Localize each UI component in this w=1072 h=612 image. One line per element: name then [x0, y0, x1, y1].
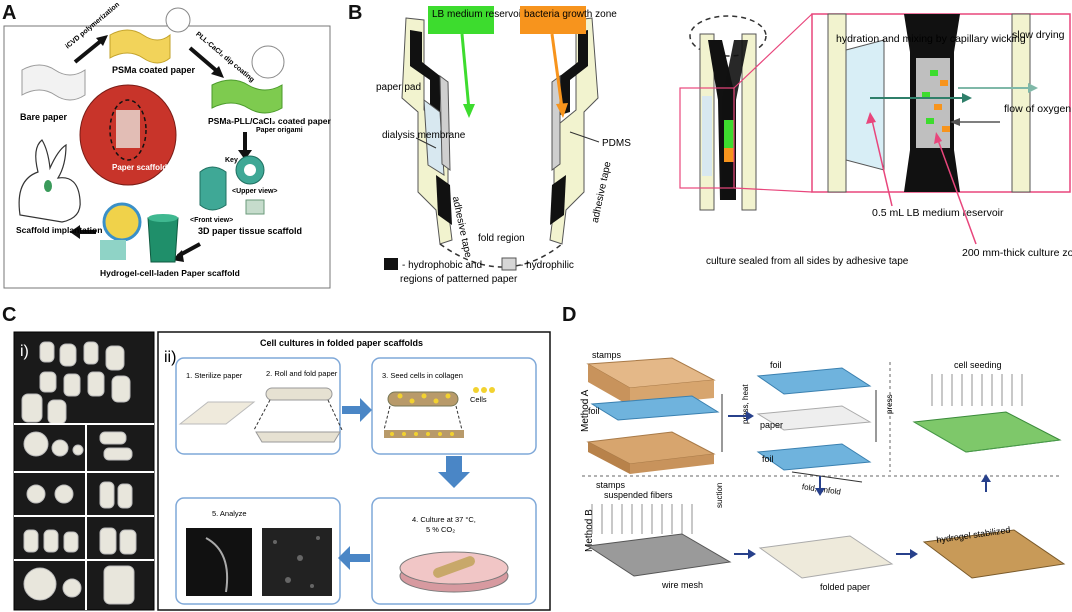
label-hydrogel-1: Hydrogel-cell-laden Paper scaffold: [100, 268, 240, 278]
panel-d: D Method A Method B stamps foil stamps p…: [552, 302, 1072, 612]
label-fold-region: fold region: [478, 233, 525, 244]
panel-b: B LB medium reservoir bacteria growth zo…: [344, 0, 1072, 300]
panel-b-figure: LB medium reservoir bacteria growth zone…: [376, 6, 1072, 285]
hydrogel-cylinder: [147, 217, 179, 263]
label-front-view: <Front view>: [190, 217, 233, 224]
molecule-inset-1: [165, 7, 191, 33]
label-psma-pll: PSMa-PLL/CaCl₂ coated paper: [208, 116, 331, 126]
legend-grey-text: - hydrophilic: [520, 260, 574, 271]
label-hydration: hydration and mixing by capillary wickin…: [836, 33, 1026, 45]
step3-text: 3. Seed cells in collagen: [382, 371, 463, 380]
hydrogel-top-view: [102, 202, 142, 242]
step4a-text: 4. Culture at 37 °C,: [412, 515, 476, 524]
panel-a: A Bare paper iCVD polymerization PSMa co…: [0, 0, 340, 300]
label-stamps-top: stamps: [592, 350, 622, 360]
device-right-half: [549, 17, 599, 245]
step1-text: 1. Sterilize paper: [186, 371, 243, 380]
label-pdms: PDMS: [602, 138, 631, 149]
micrograph-1: [186, 528, 252, 596]
label-culture-sealed: culture sealed from all sides by adhesiv…: [706, 256, 909, 267]
panel-c: C i) ii) Cell cultures in folded paper s…: [0, 302, 552, 612]
step5-text: 5. Analyze: [212, 509, 247, 518]
label-stamps-bottom: stamps: [596, 480, 626, 490]
label-lb-reservoir: LB medium reservoir: [432, 9, 525, 20]
psma-pll-sheet: [211, 79, 283, 114]
label-bacteria-zone: bacteria growth zone: [524, 9, 617, 20]
step4b-text: 5 % CO₂: [426, 525, 455, 534]
arrow-2-to-3: [342, 398, 372, 422]
label-adhesive-left: adhesive tape: [450, 195, 474, 259]
panel-a-letter: A: [2, 2, 17, 24]
label-press: press: [885, 394, 894, 414]
wire-mesh-sheet: [586, 533, 732, 577]
label-suspended-fibers: suspended fibers: [604, 490, 673, 500]
device-closed: [689, 15, 767, 211]
label-sub-ii: ii): [164, 349, 176, 366]
label-paper-pad: paper pad: [376, 82, 421, 93]
label-key: Key: [225, 157, 238, 164]
label-origami: Paper origami: [256, 127, 303, 134]
foil-bottom-sheet: [756, 443, 872, 471]
hydrogel-sheet: [922, 529, 1066, 579]
label-wire-mesh: wire mesh: [661, 580, 703, 590]
label-method-b: Method B: [584, 509, 595, 552]
step-box-1-2: [175, 357, 341, 455]
label-sub-i: i): [20, 343, 29, 360]
label-psma: PSMa coated paper: [112, 65, 196, 75]
arrow-3-to-4: [438, 456, 470, 488]
label-folded-paper: folded paper: [820, 582, 870, 592]
label-tissue-scaffold: 3D paper tissue scaffold: [198, 226, 302, 236]
panel-d-letter: D: [562, 304, 577, 326]
label-foil-top: foil: [770, 360, 782, 370]
panel-c-letter: C: [2, 304, 17, 326]
protocol-title: Cell cultures in folded paper scaffolds: [260, 338, 423, 348]
label-adhesive-right: adhesive tape: [590, 160, 614, 224]
step2-text: 2. Roll and fold paper: [266, 369, 338, 378]
legend-grey-swatch: [501, 257, 517, 271]
bare-paper-sheet: [21, 64, 86, 101]
label-implantation: Scaffold implantation: [16, 225, 102, 235]
foil-top-sheet: [756, 367, 872, 395]
label-reservoir-vol: 0.5 mL LB medium reservoir: [872, 207, 1004, 219]
bacteria-zone-box: [520, 6, 586, 34]
panel-d-figure: Method A Method B stamps foil stamps pre…: [580, 350, 1066, 592]
label-paper: paper: [760, 420, 783, 430]
legend-line2: regions of patterned paper: [400, 274, 518, 285]
panel-c-figure: i) ii) Cell cultures in folded paper sca…: [13, 331, 551, 611]
label-dialysis: dialysis membrane: [382, 130, 466, 141]
label-method-a: Method A: [580, 389, 591, 432]
label-suction: suction: [715, 483, 724, 508]
micrograph-2: [262, 528, 332, 596]
foil-sheet-left: [590, 395, 720, 421]
arrow-4-to-5: [338, 546, 370, 570]
folded-paper-sheet: [758, 535, 894, 579]
label-flow-oxygen: flow of oxygen: [1004, 103, 1071, 115]
psma-paper-sheet: [109, 29, 171, 64]
label-press-heat: press, heat: [741, 384, 750, 424]
label-foil-left: foil: [588, 406, 600, 416]
device-left-half: [401, 17, 453, 245]
lb-reservoir-box: [428, 6, 494, 34]
legend-black-swatch: [384, 258, 398, 270]
label-slow-drying: slow drying: [1012, 29, 1065, 41]
paper-sheet: [178, 401, 256, 425]
paper-sheet-d: [756, 405, 872, 431]
label-upper-view: <Upper view>: [232, 188, 278, 195]
molecule-inset-2: [251, 45, 285, 79]
scaffold-roll: [199, 166, 227, 211]
label-foil-bottom: foil: [762, 454, 774, 464]
panel-a-figure: Bare paper iCVD polymerization PSMa coat…: [3, 1, 331, 289]
legend-black-text: - hydrophobic and: [402, 260, 482, 271]
label-bare-paper: Bare paper: [20, 112, 68, 122]
label-cell-seeding: cell seeding: [954, 360, 1002, 370]
label-paper-scaffold: Paper scaffold: [112, 163, 167, 172]
label-culture-zone: 200 mm-thick culture zone: [962, 247, 1072, 259]
panel-b-letter: B: [348, 2, 363, 24]
rolled-paper: [265, 387, 333, 401]
green-scaffold: [912, 411, 1062, 453]
cells-text: Cells: [470, 395, 487, 404]
